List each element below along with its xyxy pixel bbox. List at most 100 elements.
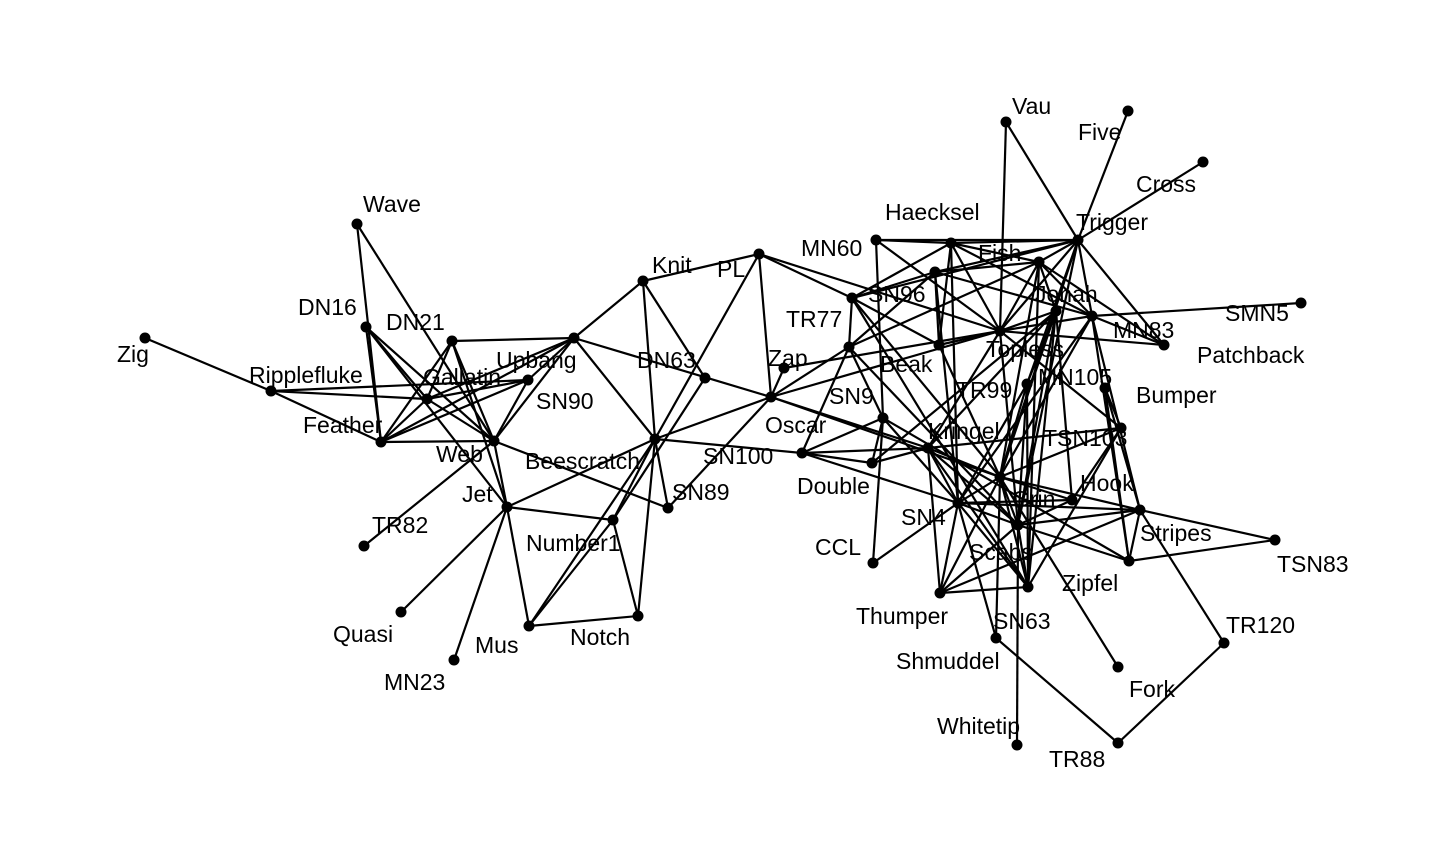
- node-label-fish: Fish: [978, 240, 1021, 266]
- edge-sn100-double: [801, 451, 873, 465]
- edge-sn100-tr77: [800, 346, 851, 454]
- node-zipfel: [1123, 555, 1135, 567]
- edge-sn90-upbang: [527, 337, 575, 381]
- edge-jonah-mn83: [1038, 261, 1093, 317]
- edge-sn100-kringel: [801, 446, 929, 455]
- node-trigger: [1072, 234, 1084, 246]
- edge-mn105-sn63: [1026, 310, 1058, 588]
- edge-mn60-topless: [875, 239, 1001, 332]
- node-label-zap: Zap: [768, 345, 808, 371]
- node-label-tsn83: TSN83: [1277, 551, 1349, 577]
- node-haecksel: [945, 237, 957, 249]
- edge-fish-trigger: [934, 238, 1079, 274]
- edge-jet-mus: [505, 506, 531, 627]
- edge-number1-notch: [611, 519, 640, 617]
- edge-grin-fork: [999, 476, 1119, 668]
- edge-shmuddel-tr88: [995, 637, 1119, 744]
- edge-ripplefluke-sn90: [270, 378, 529, 393]
- edge-topless-mn105: [999, 309, 1057, 333]
- edge-haecksel-jonah: [950, 241, 1040, 264]
- edge-feather-upbang: [380, 337, 575, 443]
- node-label-jet: Jet: [462, 481, 493, 507]
- node-label-notch: Notch: [570, 624, 630, 650]
- edge-pl-oscar: [757, 253, 773, 398]
- edge-zap-topless: [783, 329, 1001, 370]
- edge-ripplefluke-gallatin: [270, 389, 428, 401]
- node-feather: [375, 436, 387, 448]
- node-label-zig: Zig: [117, 341, 149, 367]
- node-label-mn105: MN105: [1038, 364, 1112, 390]
- node-label-ripplefluke: Ripplefluke: [249, 362, 363, 388]
- edge-vau-trigger: [1005, 121, 1079, 241]
- node-scabs: [1012, 519, 1024, 531]
- edge-mus-notch: [528, 614, 639, 628]
- edge-tr77-sn96: [847, 297, 854, 348]
- node-label-dn21: DN21: [386, 309, 445, 335]
- node-tsn103: [1115, 422, 1127, 434]
- edge-sn96-grin: [851, 297, 1001, 478]
- edge-kringel-scabs: [927, 447, 1019, 526]
- node-label-tr99: TR99: [956, 377, 1012, 403]
- node-fork: [1112, 661, 1124, 673]
- node-tsn83: [1269, 534, 1281, 546]
- edge-stripes-tr120: [1139, 509, 1225, 644]
- node-label-wave: Wave: [363, 191, 421, 217]
- node-label-kringel: Kringel: [928, 418, 1000, 444]
- edge-knit-beescratch: [641, 280, 657, 440]
- edge-grin-sn4: [957, 476, 1001, 504]
- edge-mus-beescratch: [528, 438, 656, 627]
- edge-gallatin-web: [426, 398, 495, 442]
- node-label-bumper: Bumper: [1136, 382, 1217, 408]
- node-label-oscar: Oscar: [765, 412, 827, 438]
- edge-vau-topless: [998, 121, 1008, 332]
- node-label-gallatin: Gallatin: [423, 364, 501, 390]
- edge-pl-sn96: [758, 253, 853, 299]
- edge-bumper-zipfel: [1103, 387, 1131, 562]
- node-knit: [637, 275, 649, 287]
- node-stripes: [1134, 504, 1146, 516]
- node-label-tr88: TR88: [1049, 746, 1105, 772]
- edge-sn96-beak: [851, 297, 940, 346]
- node-kringel: [922, 442, 934, 454]
- edge-trigger-mn83: [1076, 239, 1094, 317]
- edge-jonah-topless: [999, 261, 1040, 332]
- node-hook: [1066, 494, 1078, 506]
- edge-feather-sn90: [380, 378, 529, 444]
- edge-trigger-cross: [1077, 161, 1204, 241]
- node-thumper: [934, 587, 946, 599]
- graph-labels: ZigRippleflukeWaveDN16DN21GallatinFeathe…: [117, 93, 1349, 772]
- node-label-scabs: Scabs: [969, 539, 1033, 565]
- edge-trigger-jonah: [1038, 239, 1079, 263]
- node-whitetip: [1011, 739, 1023, 751]
- edge-sn100-sn9: [801, 416, 884, 455]
- node-zig: [139, 332, 151, 344]
- edge-kringel-grin: [927, 446, 1001, 479]
- edge-stripes-thumper: [939, 508, 1141, 595]
- node-tr82: [358, 540, 370, 552]
- node-beak: [933, 339, 945, 351]
- node-shmuddel: [990, 632, 1002, 644]
- node-label-fork: Fork: [1129, 676, 1176, 702]
- node-label-beak: Beak: [880, 351, 933, 377]
- edge-sn9-double: [870, 417, 885, 464]
- edge-fish-jonah: [934, 260, 1040, 274]
- node-label-web: Web: [436, 441, 483, 467]
- node-cross: [1197, 156, 1209, 168]
- edge-oscar-tr77: [770, 346, 850, 398]
- edge-number1-beescratch: [612, 438, 656, 521]
- node-mn105: [1050, 305, 1062, 317]
- node-sn90: [522, 374, 534, 386]
- node-label-knit: Knit: [652, 252, 692, 278]
- node-label-tr77: TR77: [786, 306, 842, 332]
- edge-upbang-knit: [573, 280, 644, 339]
- node-mn60: [870, 234, 882, 246]
- edge-dn21-upbang: [451, 336, 575, 343]
- node-label-sn4: SN4: [901, 504, 946, 530]
- edge-trigger-patchback: [1077, 239, 1165, 346]
- edge-sn89-oscar: [667, 396, 772, 509]
- node-label-smn5: SMN5: [1225, 300, 1289, 326]
- edge-beak-grin: [938, 344, 1001, 478]
- edge-sn9-ccl: [871, 417, 885, 564]
- edge-grin-thumper: [939, 476, 1001, 594]
